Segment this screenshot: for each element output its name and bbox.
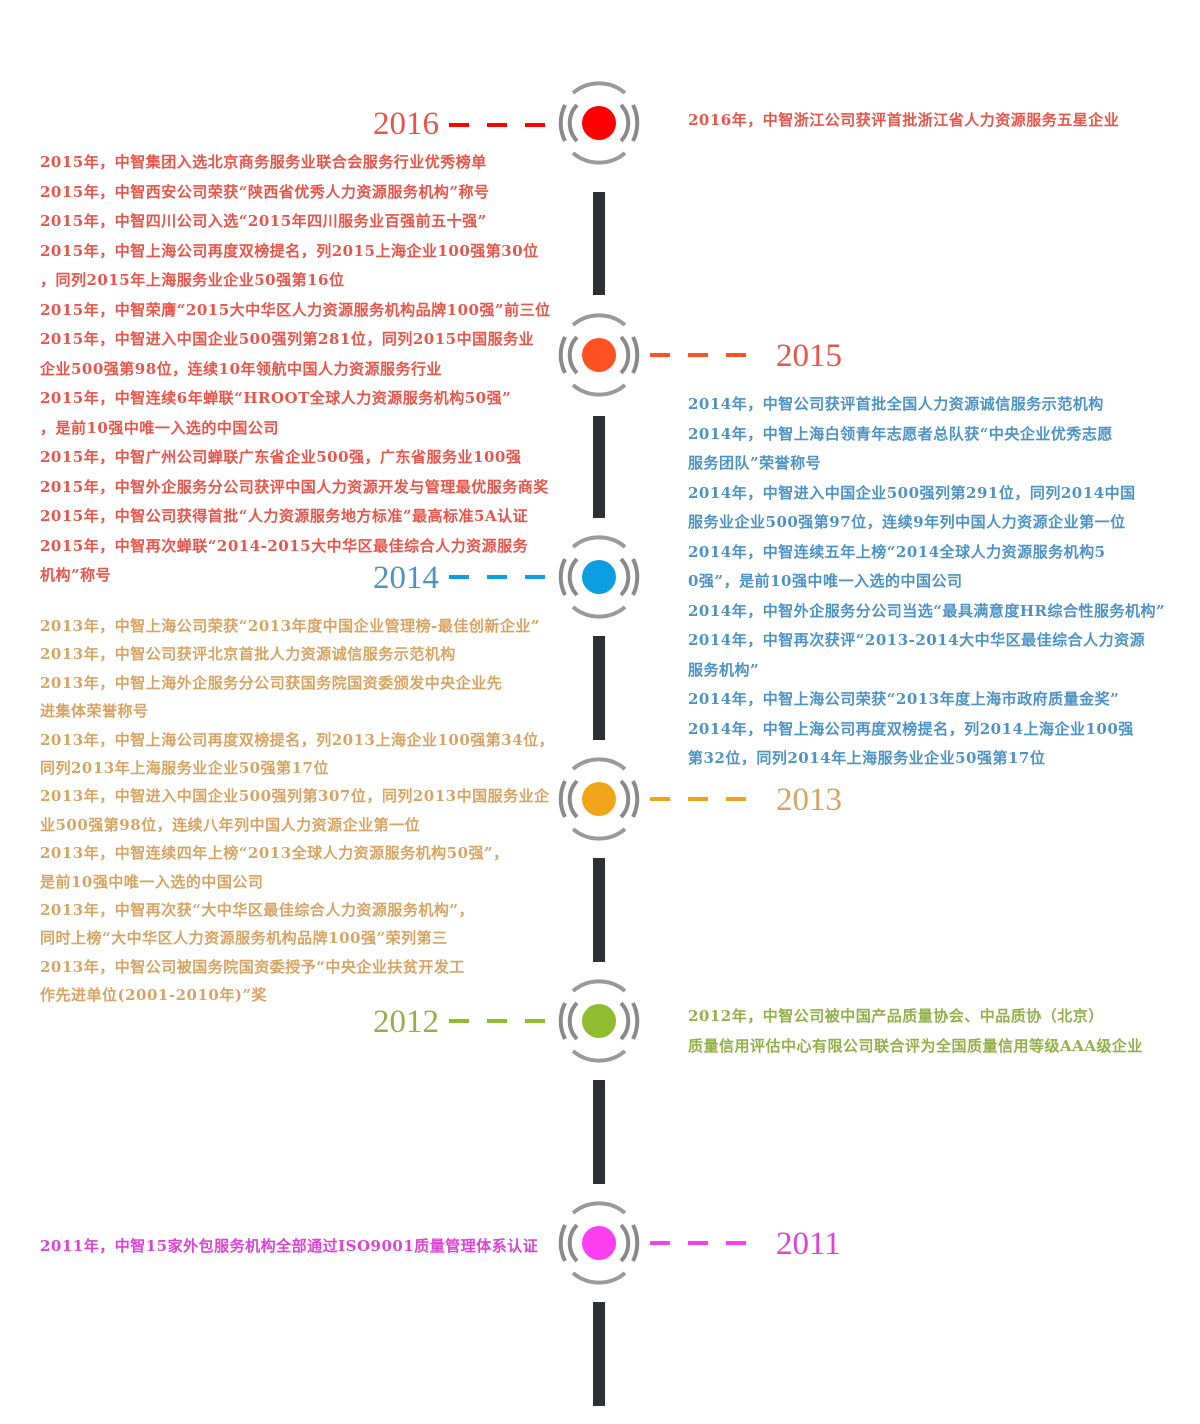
event-line: 2013年，中智连续四年上榜“2013全球人力资源服务机构50强”，: [40, 844, 509, 863]
timeline-spine-segment: [593, 416, 605, 518]
timeline-dot: [582, 560, 616, 594]
event-line: 2013年，中智上海公司再度双榜提名，列2013上海企业100强第34位，: [40, 730, 555, 749]
event-line: ，是前10强中唯一入选的中国公司: [40, 418, 279, 437]
timeline-spine-segment: [593, 1302, 605, 1406]
event-line: 2015年，中智集团入选北京商务服务业联合会服务行业优秀榜单: [40, 153, 487, 171]
event-line: 2015年，中智广州公司蝉联广东省企业500强，广东省服务业100强: [40, 448, 522, 466]
timeline-node-2013: [551, 751, 647, 847]
timeline-node-2014: [551, 529, 647, 625]
year-label-2012: 2012: [373, 1004, 439, 1040]
timeline-dot: [582, 782, 616, 816]
event-line: 2015年，中智连续6年蝉联“HROOT全球人力资源服务机构50强”: [40, 389, 512, 407]
timeline-spine-segment: [593, 858, 605, 962]
event-line: 2014年，中智上海白领青年志愿者总队获“中央企业优秀志愿: [688, 424, 1113, 443]
events-2014: 2014年，中智公司获评首批全国人力资源诚信服务示范机构 2014年，中智上海白领…: [688, 390, 1165, 774]
event-line: 2013年，中智上海公司荣获“2013年度中国企业管理榜-最佳创新企业”: [40, 617, 540, 635]
event-line: 2015年，中智进入中国企业500强列第281位，同列2015中国服务业: [40, 330, 535, 348]
event-line: 2013年，中智再次获“大中华区最佳综合人力资源服务机构”，: [40, 901, 475, 920]
year-label-2014: 2014: [373, 560, 439, 596]
connector-2016: [449, 123, 549, 127]
timeline-node-2011: [551, 1195, 647, 1291]
event-line: 2014年，中智再次获评“2013-2014大中华区最佳综合人力资源: [688, 631, 1146, 649]
connector-2012: [449, 1019, 549, 1023]
events-2016: 2016年，中智浙江公司获评首批浙江省人力资源服务五星企业: [688, 106, 1119, 136]
event-line: 企业500强第98位，连续10年领航中国人力资源服务行业: [40, 359, 443, 378]
event-line: 2016年，中智浙江公司获评首批浙江省人力资源服务五星企业: [688, 111, 1120, 129]
event-line: 第32位，同列2014年上海服务业企业50强第17位: [688, 749, 1046, 767]
event-line: 作先进单位(2001-2010年)”奖: [40, 986, 268, 1005]
event-line: 0强”，是前10强中唯一入选的中国公司: [688, 572, 963, 590]
events-2011: 2011年，中智15家外包服务机构全部通过ISO9001质量管理体系认证: [40, 1232, 538, 1262]
event-line: 2015年，中智再次蝉联“2014-2015大中华区最佳综合人力资源服务: [40, 536, 529, 555]
timeline-node-2015: [551, 307, 647, 403]
events-2015: 2015年，中智集团入选北京商务服务业联合会服务行业优秀榜单 2015年，中智西安…: [40, 148, 551, 591]
connector-2015: [650, 353, 750, 357]
event-line: 2013年，中智进入中国企业500强列第307位，同列2013中国服务业企: [40, 787, 550, 806]
connector-2013: [650, 797, 750, 801]
event-line: 质量信用评估中心有限公司联合评为全国质量信用等级AAA级企业: [688, 1036, 1143, 1055]
event-line: 是前10强中唯一入选的中国公司: [40, 872, 264, 891]
event-line: 2013年，中智公司被国务院国资委授予“中央企业扶贫开发工: [40, 957, 465, 976]
event-line: 服务机构”: [688, 660, 760, 679]
event-line: 2015年，中智上海公司再度双榜提名，列2015上海企业100强第30位: [40, 241, 539, 260]
event-line: 服务业企业500强第97位，连续9年列中国人力资源企业第一位: [688, 513, 1126, 531]
event-line: 2013年，中智公司获评北京首批人力资源诚信服务示范机构: [40, 645, 456, 664]
event-line: 2014年，中智连续五年上榜“2014全球人力资源服务机构5: [688, 542, 1106, 561]
timeline-dot: [582, 1004, 616, 1038]
event-line: 机构”称号: [40, 566, 112, 584]
event-line: 2011年，中智15家外包服务机构全部通过ISO9001质量管理体系认证: [40, 1237, 539, 1255]
connector-2014: [449, 575, 549, 579]
timeline-spine-segment: [593, 192, 605, 295]
year-label-2011: 2011: [776, 1226, 841, 1262]
event-line: 2015年，中智外企服务分公司获评中国人力资源开发与管理最优服务商奖: [40, 477, 549, 496]
event-line: 2014年，中智公司获评首批全国人力资源诚信服务示范机构: [688, 395, 1104, 413]
event-line: 同列2013年上海服务业企业50强第17位: [40, 759, 329, 778]
timeline-dot: [582, 338, 616, 372]
events-2013: 2013年，中智上海公司荣获“2013年度中国企业管理榜-最佳创新企业” 2013…: [40, 612, 554, 1010]
event-line: 业500强第98位，连续八年列中国人力资源企业第一位: [40, 815, 421, 834]
event-line: 2015年，中智公司获得首批“人力资源服务地方标准”最高标准5A认证: [40, 507, 529, 525]
year-label-2016: 2016: [373, 106, 439, 142]
event-line: 2014年，中智外企服务分公司当选“最具满意度HR综合性服务机构”: [688, 601, 1166, 620]
timeline-node-2016: [551, 75, 647, 171]
event-line: 同时上榜“大中华区人力资源服务机构品牌100强”荣列第三: [40, 929, 448, 948]
timeline-dot: [582, 1226, 616, 1260]
events-2012: 2012年，中智公司被中国产品质量协会、中品质协（北京） 质量信用评估中心有限公司…: [688, 1002, 1143, 1061]
year-label-2015: 2015: [776, 338, 842, 374]
event-line: ，同列2015年上海服务业企业50强第16位: [40, 271, 345, 289]
event-line: 服务团队”荣誉称号: [688, 454, 822, 472]
timeline-dot: [582, 106, 616, 140]
event-line: 2014年，中智进入中国企业500强列第291位，同列2014中国: [688, 483, 1136, 502]
event-line: 2015年，中智荣膺“2015大中华区人力资源服务机构品牌100强”前三位: [40, 300, 551, 319]
event-line: 2015年，中智西安公司荣获“陕西省优秀人力资源服务机构”称号: [40, 182, 490, 201]
event-line: 2013年，中智上海外企服务分公司获国务院国资委颁发中央企业先: [40, 673, 503, 692]
event-line: 进集体荣誉称号: [40, 702, 149, 721]
timeline-node-2012: [551, 973, 647, 1069]
timeline-spine-segment: [593, 1080, 605, 1184]
event-line: 2015年，中智四川公司入选“2015年四川服务业百强前五十强”: [40, 212, 487, 230]
event-line: 2014年，中智上海公司再度双榜提名，列2014上海企业100强: [688, 719, 1134, 738]
year-label-2013: 2013: [776, 782, 842, 818]
event-line: 2014年，中智上海公司荣获“2013年度上海市政府质量金奖”: [688, 690, 1120, 708]
timeline-spine-segment: [593, 636, 605, 740]
connector-2011: [650, 1241, 750, 1245]
event-line: 2012年，中智公司被中国产品质量协会、中品质协（北京）: [688, 1007, 1104, 1025]
